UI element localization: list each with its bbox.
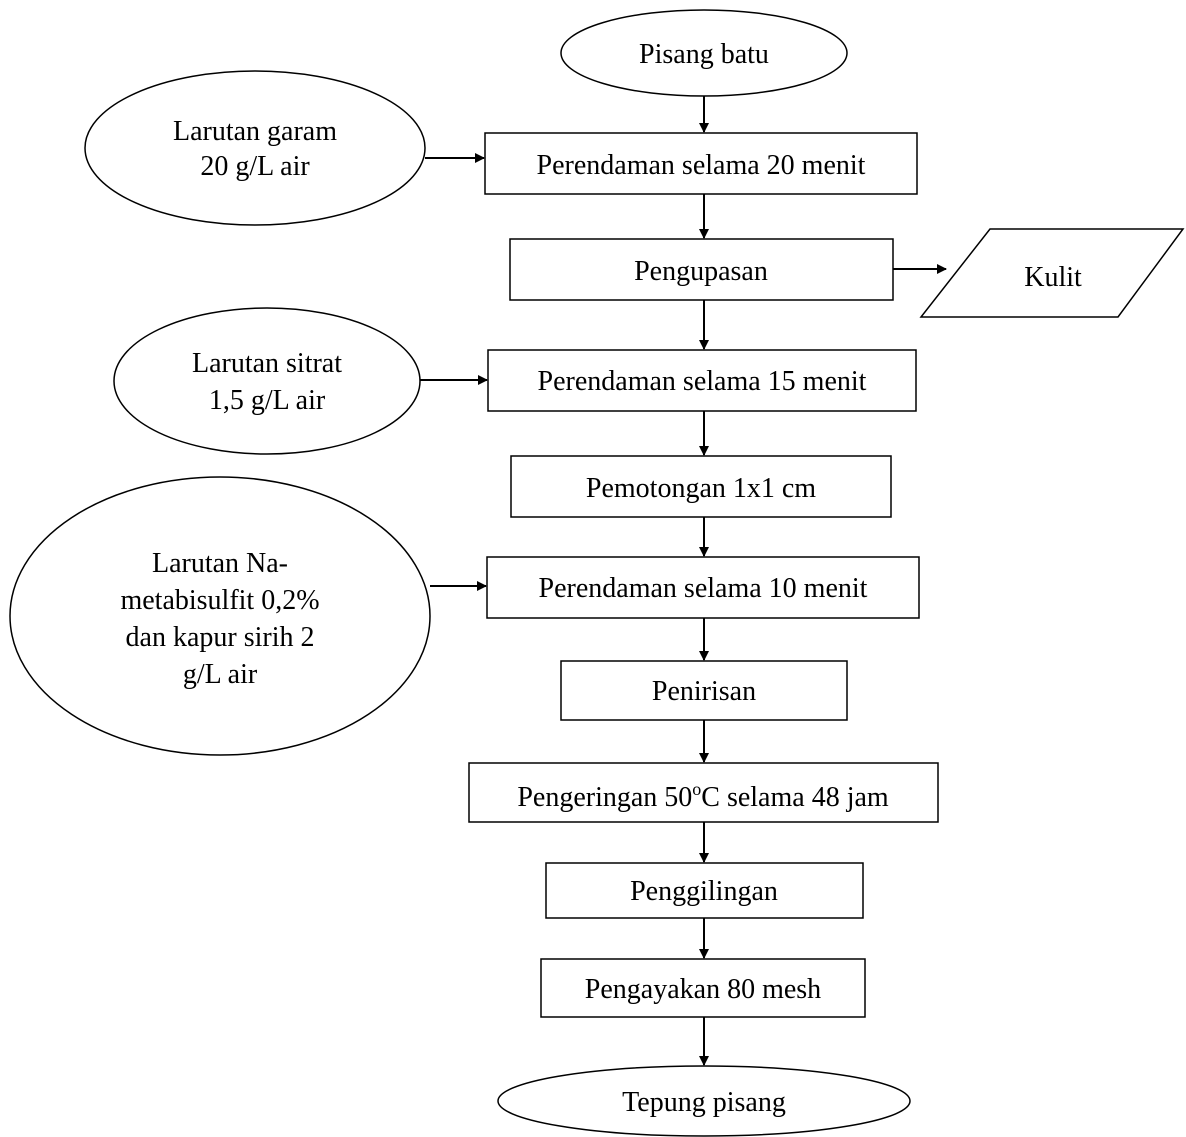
step-sieving-label: Pengayakan 80 mesh — [585, 974, 821, 1005]
input-salt-solution: Larutan garam 20 g/L air — [84, 70, 426, 226]
input-metabisulfite-line-3: dan kapur sirih 2 — [126, 622, 315, 653]
step-drying-label: Pengeringan 50oC selama 48 jam — [517, 779, 889, 813]
step-drying-label-rest: C selama 48 jam — [701, 782, 889, 813]
input-citric-line-1: Larutan sitrat — [192, 348, 342, 379]
end-node: Tepung pisang — [497, 1065, 911, 1137]
step-milling-label: Penggilingan — [630, 876, 778, 907]
start-node: Pisang batu — [560, 9, 848, 97]
step-drying-label-degree: o — [692, 779, 701, 799]
step-peeling: Pengupasan — [509, 238, 894, 301]
step-soaking-15-min: Perendaman selama 15 menit — [487, 349, 917, 412]
output-peel-label: Kulit — [1024, 262, 1082, 293]
step-peeling-label: Pengupasan — [634, 256, 768, 287]
output-peel: Kulit — [919, 228, 1185, 318]
step-sieving: Pengayakan 80 mesh — [540, 958, 866, 1018]
step-cutting-label: Pemotongan 1x1 cm — [586, 473, 816, 504]
start-label: Pisang batu — [639, 39, 769, 70]
step-draining-label: Penirisan — [652, 676, 756, 707]
step-soaking-15-min-label: Perendaman selama 15 menit — [538, 366, 867, 397]
input-metabisulfite-line-2: metabisulfit 0,2% — [120, 585, 319, 616]
step-soaking-20-min-label: Perendaman selama 20 menit — [537, 150, 866, 181]
input-metabisulfite-solution: Larutan Na- metabisulfit 0,2% dan kapur … — [9, 476, 431, 756]
input-citric-solution: Larutan sitrat 1,5 g/L air — [113, 307, 421, 455]
step-drying-label-main: Pengeringan 50 — [517, 782, 692, 813]
end-label: Tepung pisang — [622, 1087, 786, 1118]
input-citric-line-2: 1,5 g/L air — [209, 385, 326, 416]
step-drying: Pengeringan 50oC selama 48 jam — [468, 762, 939, 823]
step-soaking-10-min: Perendaman selama 10 menit — [486, 556, 920, 619]
step-draining: Penirisan — [560, 660, 848, 721]
step-milling: Penggilingan — [545, 862, 864, 919]
input-salt-line-2: 20 g/L air — [200, 151, 310, 182]
input-metabisulfite-line-1: Larutan Na- — [152, 548, 288, 579]
input-salt-line-1: Larutan garam — [173, 116, 337, 147]
input-metabisulfite-line-4: g/L air — [183, 659, 258, 690]
step-cutting: Pemotongan 1x1 cm — [510, 455, 892, 518]
step-soaking-20-min: Perendaman selama 20 menit — [484, 132, 918, 195]
step-soaking-10-min-label: Perendaman selama 10 menit — [539, 573, 868, 604]
